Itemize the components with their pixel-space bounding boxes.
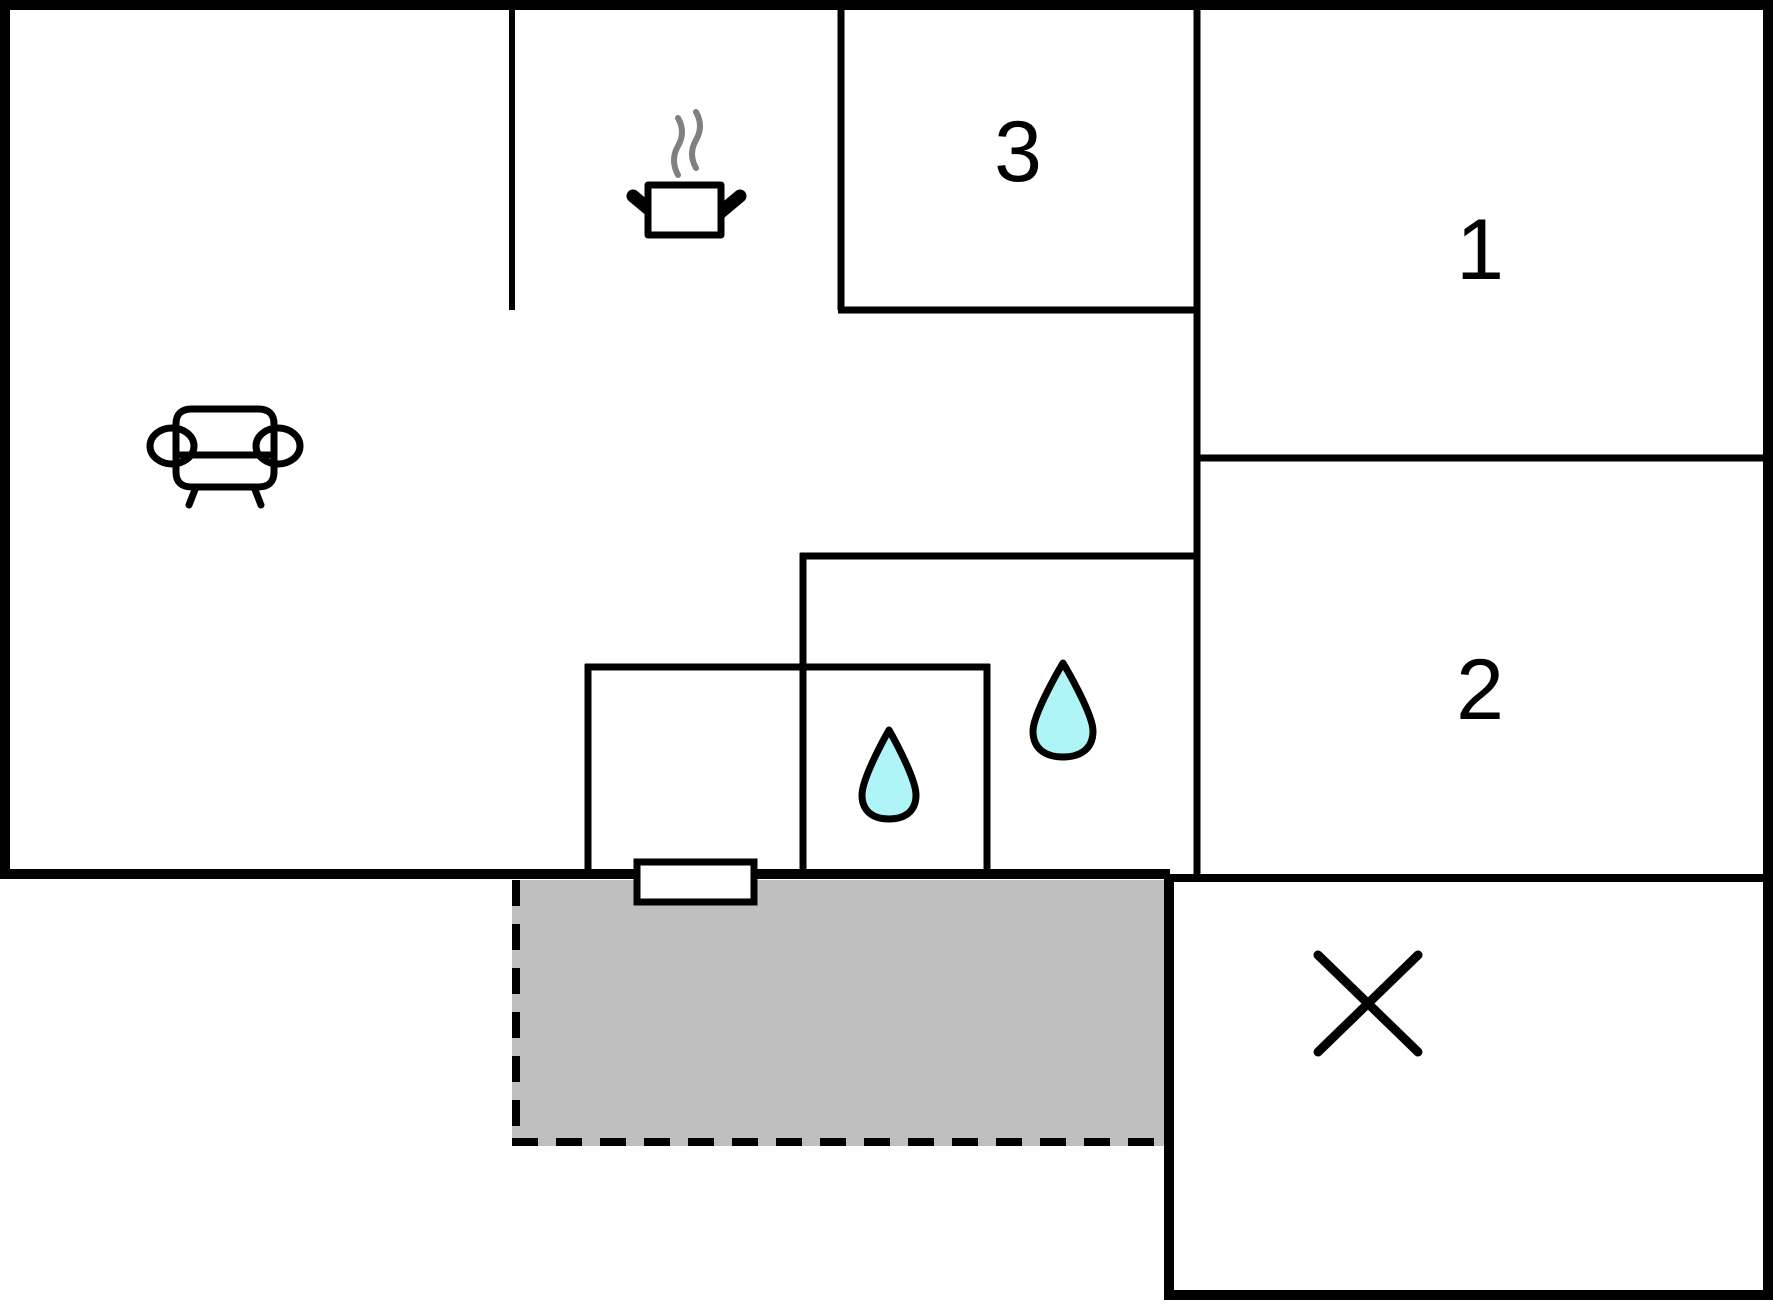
door-leaf[interactable] bbox=[633, 858, 758, 906]
crossed-out-room-fill bbox=[1170, 878, 1766, 1295]
terrace-fill bbox=[512, 880, 1165, 1146]
water-drop-small bbox=[858, 726, 920, 823]
room-label-3: 3 bbox=[994, 104, 1042, 200]
x-mark-icon bbox=[1313, 950, 1423, 1057]
door-icon[interactable] bbox=[633, 858, 758, 906]
sofa-armrest-left bbox=[146, 424, 198, 468]
interior-walls bbox=[509, 8, 1768, 878]
terrace-area bbox=[512, 880, 1165, 1146]
x-mark-stroke-b bbox=[1313, 950, 1423, 1057]
pot-body bbox=[644, 181, 725, 239]
water-drop-icon bbox=[858, 726, 920, 823]
sofa-seat bbox=[172, 451, 278, 491]
cooking-pot-icon bbox=[626, 109, 747, 239]
sofa-armrest-right bbox=[252, 424, 304, 468]
water-drop-large bbox=[1029, 659, 1097, 761]
sofa-icon bbox=[146, 405, 304, 509]
water-drop-icon bbox=[1029, 659, 1097, 761]
room-label-1: 1 bbox=[1456, 202, 1504, 298]
sofa-backrest bbox=[172, 405, 278, 459]
pot-steam-right bbox=[689, 109, 703, 171]
pot-steam-left bbox=[671, 115, 685, 178]
sofa-leg-right bbox=[250, 483, 265, 509]
crossed-out-room bbox=[1164, 874, 1773, 1300]
sofa-leg-left bbox=[185, 483, 200, 509]
room-label-2: 2 bbox=[1456, 642, 1504, 738]
